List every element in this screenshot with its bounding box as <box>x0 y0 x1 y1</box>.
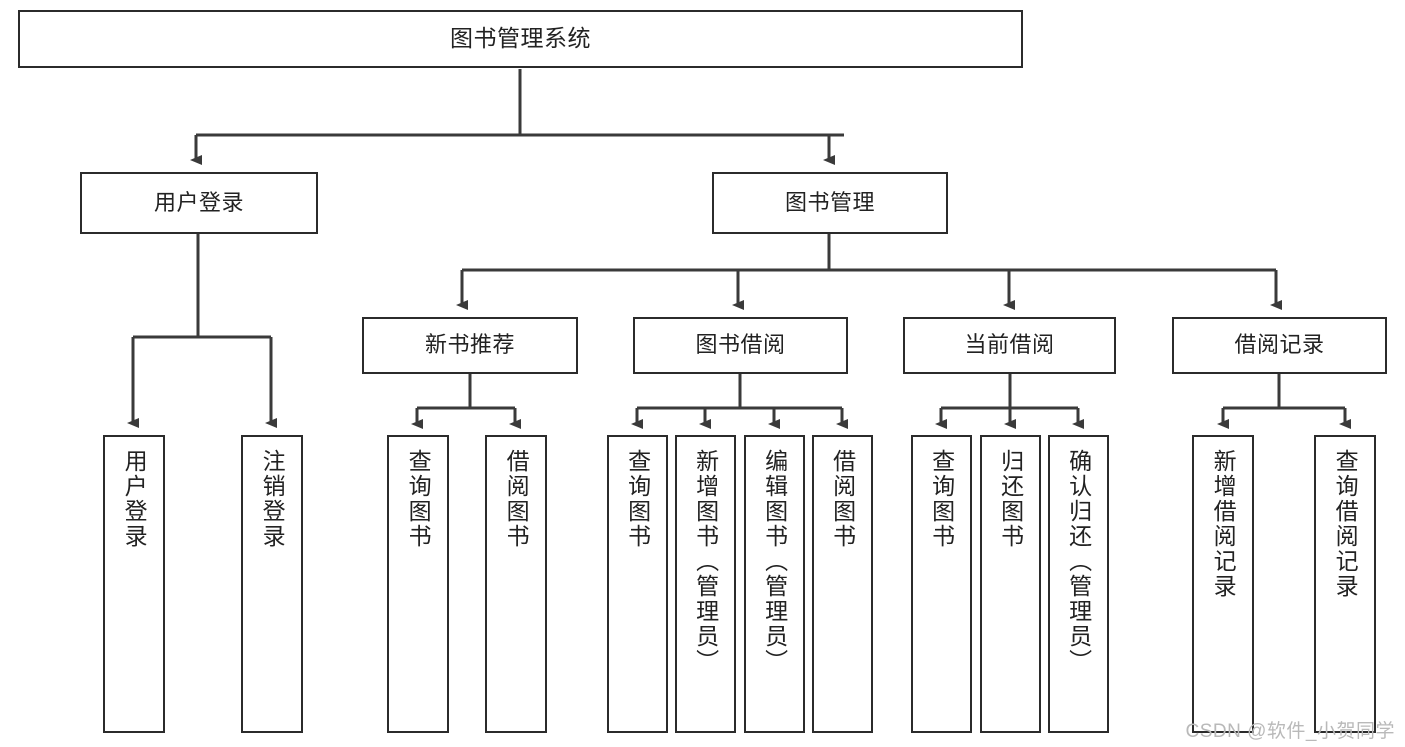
node-leaf-query-book-borrow[interactable]: 查询图书 <box>607 435 668 733</box>
node-leaf-confirm-return-admin[interactable]: 确认归还（管理员） <box>1048 435 1109 733</box>
node-leaf-return-book-label: 归还图书 <box>997 449 1024 549</box>
node-leaf-edit-book-admin[interactable]: 编辑图书（管理员） <box>744 435 805 733</box>
node-book-borrow[interactable]: 图书借阅 <box>633 317 848 374</box>
node-leaf-borrow-book-recommend[interactable]: 借阅图书 <box>485 435 547 733</box>
node-leaf-query-book-borrow-label: 查询图书 <box>624 449 651 549</box>
node-leaf-add-book-admin[interactable]: 新增图书（管理员） <box>675 435 736 733</box>
node-book-management-label: 图书管理 <box>784 189 875 215</box>
node-new-book-recommend-label: 新书推荐 <box>424 332 515 358</box>
node-user-login[interactable]: 用户登录 <box>80 172 318 234</box>
node-borrow-record-label: 借阅记录 <box>1234 332 1325 358</box>
node-root-label: 图书管理系统 <box>450 25 591 52</box>
node-leaf-query-book-current-label: 查询图书 <box>928 449 955 549</box>
node-borrow-record[interactable]: 借阅记录 <box>1172 317 1387 374</box>
node-leaf-borrow-book-recommend-label: 借阅图书 <box>503 449 530 549</box>
node-root[interactable]: 图书管理系统 <box>18 10 1023 68</box>
node-leaf-confirm-return-admin-label: 确认归还（管理员） <box>1065 449 1092 674</box>
node-leaf-edit-book-admin-label: 编辑图书（管理员） <box>761 449 788 674</box>
node-leaf-user-login-label: 用户登录 <box>121 449 148 549</box>
node-leaf-add-book-admin-label: 新增图书（管理员） <box>692 449 719 674</box>
node-book-management[interactable]: 图书管理 <box>712 172 948 234</box>
node-current-borrow-label: 当前借阅 <box>964 332 1055 358</box>
node-leaf-query-book-recommend[interactable]: 查询图书 <box>387 435 449 733</box>
node-leaf-add-borrow-record-label: 新增借阅记录 <box>1210 449 1237 599</box>
node-user-login-label: 用户登录 <box>153 189 244 215</box>
node-leaf-query-book-recommend-label: 查询图书 <box>405 449 432 549</box>
watermark-text: CSDN @软件_小贺同学 <box>1185 721 1395 742</box>
node-leaf-query-borrow-record-label: 查询借阅记录 <box>1332 449 1359 599</box>
node-leaf-add-borrow-record[interactable]: 新增借阅记录 <box>1192 435 1254 733</box>
node-leaf-logout[interactable]: 注销登录 <box>241 435 303 733</box>
node-leaf-user-login[interactable]: 用户登录 <box>103 435 165 733</box>
node-leaf-logout-label: 注销登录 <box>259 449 286 549</box>
node-leaf-return-book[interactable]: 归还图书 <box>980 435 1041 733</box>
node-leaf-query-book-current[interactable]: 查询图书 <box>911 435 972 733</box>
node-leaf-borrow-book[interactable]: 借阅图书 <box>812 435 873 733</box>
node-current-borrow[interactable]: 当前借阅 <box>903 317 1116 374</box>
node-leaf-borrow-book-label: 借阅图书 <box>829 449 856 549</box>
node-new-book-recommend[interactable]: 新书推荐 <box>362 317 578 374</box>
node-book-borrow-label: 图书借阅 <box>695 332 786 358</box>
node-leaf-query-borrow-record[interactable]: 查询借阅记录 <box>1314 435 1376 733</box>
